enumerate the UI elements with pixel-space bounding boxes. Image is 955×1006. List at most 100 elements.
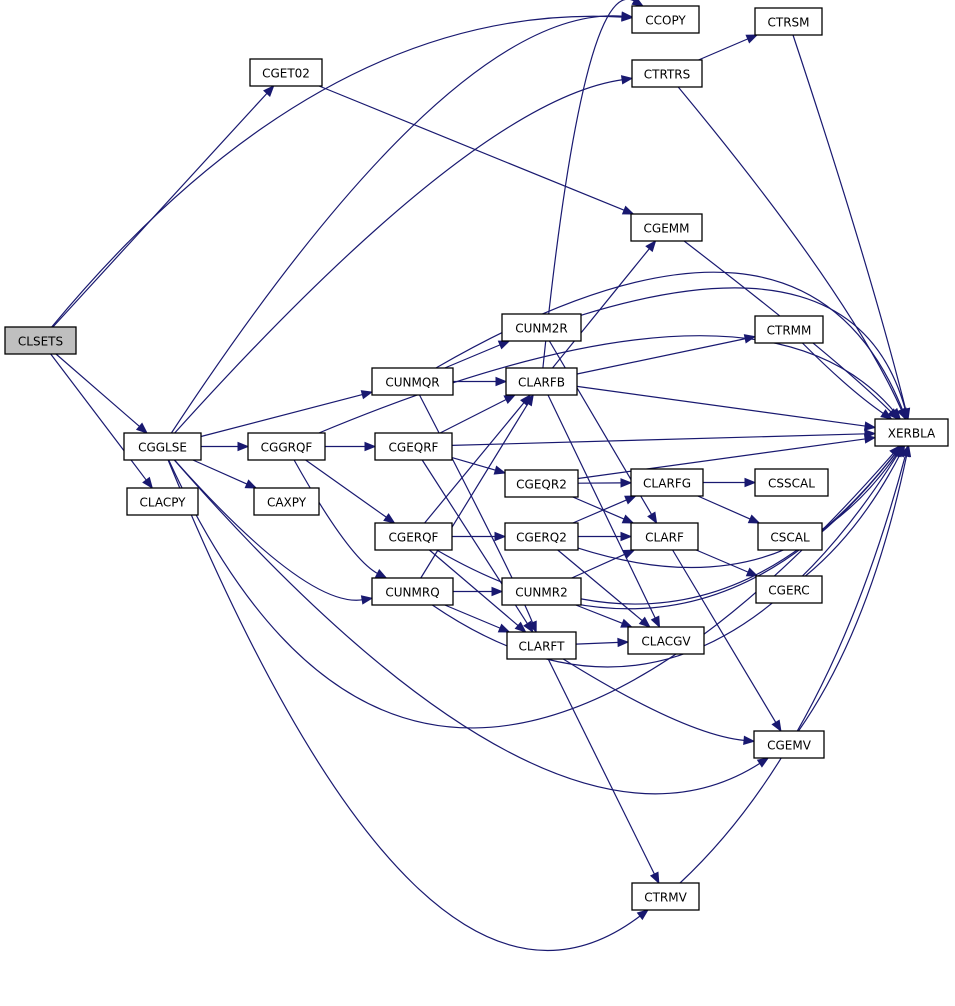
edge-clsets-to-cgglse	[55, 353, 141, 428]
node-box	[371, 577, 454, 606]
node-box	[374, 522, 453, 551]
edge-clarfb-to-clacgv	[547, 394, 657, 620]
node-cgerq2[interactable]: CGERQ2	[504, 522, 579, 551]
edge-clarft-to-cgemv	[562, 658, 746, 742]
node-clacpy[interactable]: CLACPY	[126, 487, 199, 516]
node-label: CUNM2R	[515, 322, 567, 336]
node-box	[630, 522, 699, 551]
node-ctrtrs[interactable]: CTRTRS	[631, 59, 703, 88]
node-ccopy[interactable]: CCOPY	[631, 5, 700, 34]
edge-clarfg-to-cscal	[697, 495, 752, 520]
node-box	[501, 577, 582, 606]
node-clarfb[interactable]: CLARFB	[505, 367, 578, 396]
node-label: CLACGV	[641, 635, 691, 649]
edge-cgerqf-to-clarfb	[424, 401, 526, 524]
node-cgemv[interactable]: CGEMV	[753, 730, 825, 759]
node-cgerc[interactable]: CGERC	[755, 575, 823, 604]
node-clsets[interactable]: CLSETS	[4, 326, 77, 355]
edge-clsets-to-cget02	[52, 92, 269, 328]
edge-cgeqrf-to-cgeqr2	[451, 457, 497, 471]
node-box	[371, 367, 454, 396]
arrowhead-cunm2r-to-clarf	[647, 511, 658, 525]
arrowhead-clarft-to-clacgv	[617, 637, 630, 648]
edge-clsets-to-ccopy	[51, 15, 624, 328]
node-label: CGGLSE	[138, 441, 187, 455]
arrowhead-clarfb-to-cgemm	[645, 239, 657, 253]
edge-cunmr2-to-clarf	[571, 553, 627, 579]
node-label: CSCAL	[770, 531, 810, 545]
node-cget02[interactable]: CGET02	[249, 58, 323, 87]
edge-cunmqr-to-cunm2r	[444, 343, 502, 369]
node-xerbla[interactable]: XERBLA	[874, 418, 949, 447]
edge-cunmr2-to-xerbla	[580, 452, 896, 605]
edge-clarfb-to-ccopy	[542, 0, 636, 369]
edge-cunmrq-to-xerbla	[431, 453, 899, 668]
node-cgeqrf[interactable]: CGEQRF	[374, 432, 453, 461]
node-box	[630, 213, 703, 242]
node-label: CLARFB	[518, 376, 565, 390]
edge-clarfb-to-ctrmm	[576, 337, 747, 375]
arrowhead-clarfb-to-xerbla	[863, 421, 877, 431]
node-label: CGERQF	[389, 531, 439, 545]
arrowhead-cunmrq-to-cunmr2	[491, 586, 504, 597]
edge-cgglse-to-ccopy	[170, 15, 624, 434]
arrowhead-cgglse-to-ctrtrs	[620, 75, 634, 85]
node-clarfg[interactable]: CLARFG	[630, 468, 704, 497]
arrowhead-clsets-to-clacpy	[142, 476, 154, 490]
node-ctrmm[interactable]: CTRMM	[754, 315, 824, 344]
edge-ctrmv-to-xerbla	[679, 454, 907, 884]
node-cggrqf[interactable]: CGGRQF	[247, 432, 326, 461]
node-box	[757, 522, 823, 551]
edge-clarfb-to-cgemm	[552, 247, 651, 369]
edge-cggrqf-to-cgerqf	[305, 459, 388, 519]
node-cgglse[interactable]: CGGLSE	[123, 432, 202, 461]
edge-cunmr2-to-clacgv	[575, 604, 624, 625]
node-clarft[interactable]: CLARFT	[506, 631, 577, 660]
edge-clarf-to-cgerc	[695, 549, 750, 574]
node-label: CGEQR2	[516, 478, 567, 492]
node-label: CAXPY	[267, 496, 307, 510]
edge-cgglse-to-cgemv	[173, 459, 761, 795]
node-box	[631, 59, 703, 88]
node-cscal[interactable]: CSCAL	[757, 522, 823, 551]
node-clacgv[interactable]: CLACGV	[627, 626, 705, 655]
node-box	[504, 522, 579, 551]
node-cunm2r[interactable]: CUNM2R	[501, 313, 582, 342]
arrowhead-cgglse-to-cggrqf	[237, 441, 250, 452]
node-box	[505, 367, 578, 396]
node-label: CGET02	[262, 67, 310, 81]
edge-cgerq2-to-clacgv	[557, 549, 644, 622]
node-cgemm[interactable]: CGEMM	[630, 213, 703, 242]
arrowhead-clarfg-to-csscal	[744, 477, 757, 488]
node-box	[754, 315, 824, 344]
node-clarf[interactable]: CLARF	[630, 522, 699, 551]
node-label: CTRMM	[767, 324, 812, 338]
node-caxpy[interactable]: CAXPY	[253, 487, 320, 516]
node-label: CSSCAL	[768, 477, 815, 491]
edge-cunmrq-to-clarft	[444, 604, 502, 630]
node-ctrsm[interactable]: CTRSM	[754, 7, 823, 36]
node-label: CUNMRQ	[385, 586, 439, 600]
edge-ctrmm-to-xerbla	[801, 342, 885, 415]
node-cgeqr2[interactable]: CGEQR2	[504, 469, 579, 498]
node-csscal[interactable]: CSSCAL	[754, 468, 829, 497]
node-label: CLSETS	[18, 335, 63, 349]
arrowhead-cgeqr2-to-xerbla	[863, 434, 877, 444]
node-label: CGEMM	[644, 222, 690, 236]
node-cunmrq[interactable]: CUNMRQ	[371, 577, 454, 606]
arrowhead-cgerqf-to-cgerq2	[494, 531, 507, 542]
edge-clsets-to-clacpy	[50, 353, 148, 482]
node-label: CLARF	[645, 531, 684, 545]
node-label: CGERQ2	[516, 531, 567, 545]
edges-layer	[50, 0, 912, 951]
node-cunmqr[interactable]: CUNMQR	[371, 367, 454, 396]
edge-cgemv-to-xerbla	[798, 454, 908, 732]
node-cunmr2[interactable]: CUNMR2	[501, 577, 582, 606]
node-ctrmv[interactable]: CTRMV	[631, 882, 700, 911]
edge-clarft-to-clacgv	[575, 641, 620, 645]
edge-clarft-to-ctrmv	[547, 658, 656, 876]
node-label: CUNMQR	[385, 376, 439, 390]
node-label: CTRSM	[767, 16, 809, 30]
node-cgerqf[interactable]: CGERQF	[374, 522, 453, 551]
